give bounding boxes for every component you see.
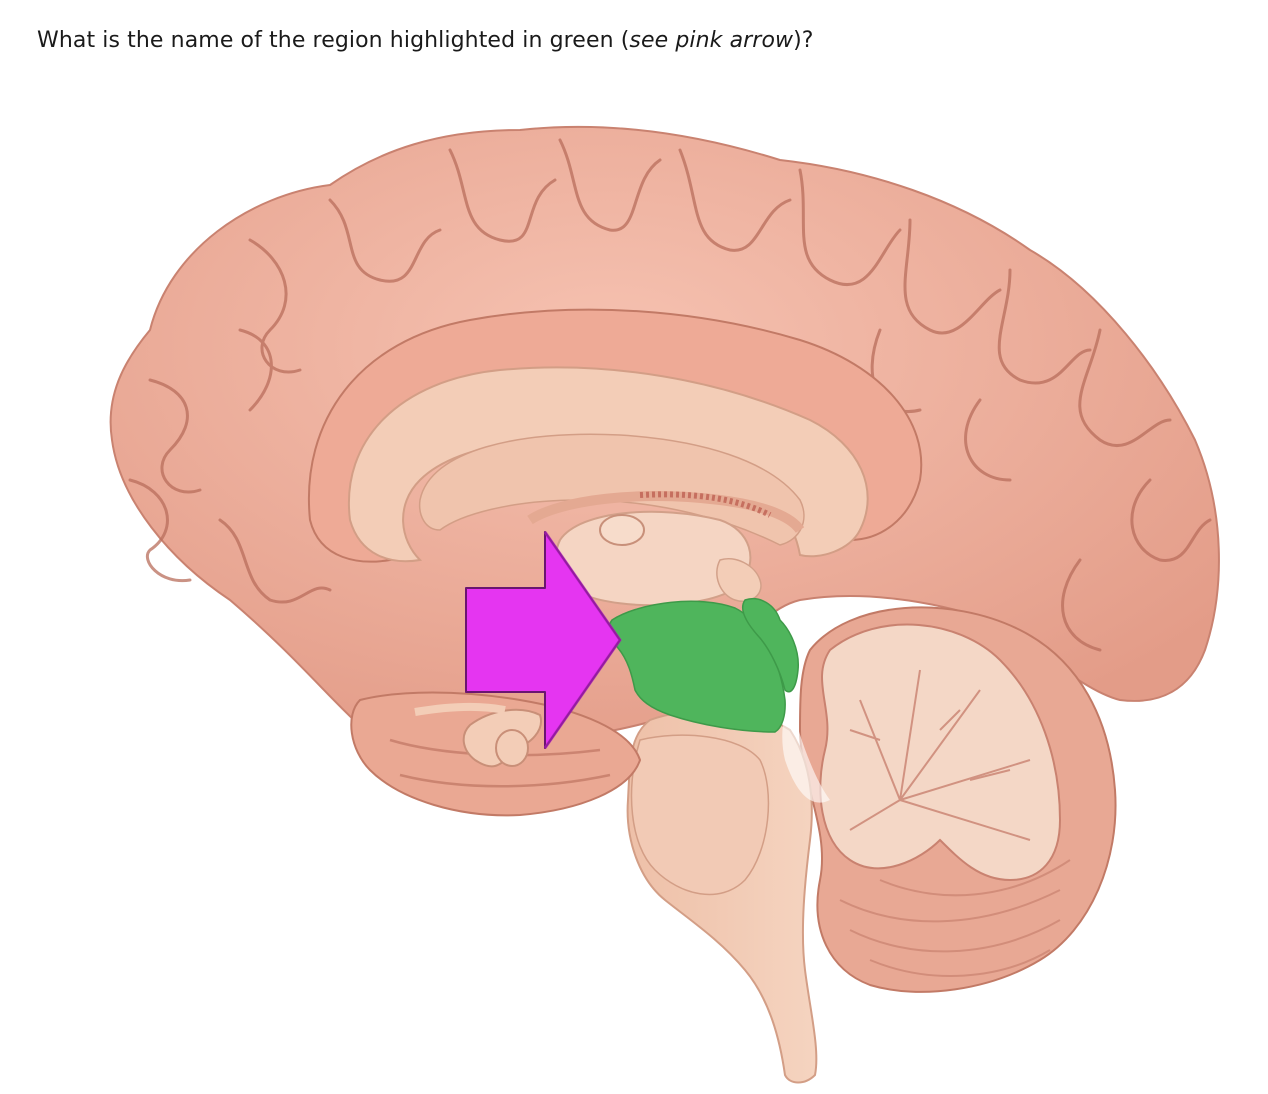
pons-outline xyxy=(630,734,770,896)
arbor-vitae-branches xyxy=(849,669,1031,841)
question-text-italic: see pink arrow xyxy=(629,28,794,53)
question-text-start: What is the name of the region highlight… xyxy=(37,28,630,53)
highlighted-region-upper xyxy=(741,598,799,693)
fourth-ventricle xyxy=(782,700,830,803)
question-text-end: )? xyxy=(793,28,814,53)
arbor-vitae xyxy=(819,623,1062,882)
gyri-lines xyxy=(128,138,1212,652)
highlighted-region xyxy=(608,600,786,733)
interthalamic-adhesion xyxy=(599,514,645,546)
corpus-callosum xyxy=(347,366,869,563)
cerebellum-folia xyxy=(839,859,1071,978)
pineal-area xyxy=(716,558,762,602)
mammillary-body xyxy=(495,729,529,767)
question-text: What is the name of the region highlight… xyxy=(37,26,1217,56)
